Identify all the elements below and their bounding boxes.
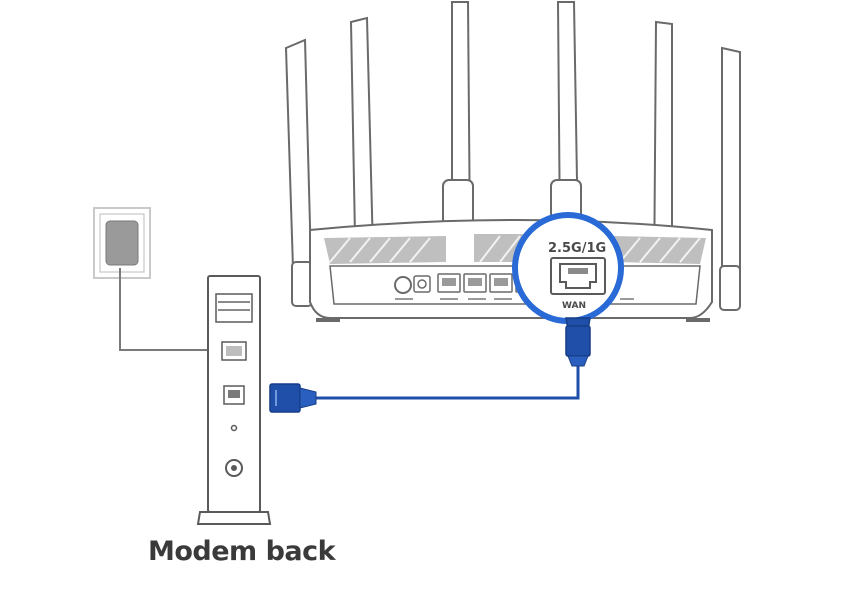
wan-port-callout: 2.5G/1G WAN xyxy=(512,212,624,331)
callout-port-speed-label: 2.5G/1G xyxy=(548,241,606,256)
cable-plug-modem xyxy=(269,383,301,413)
modem-back xyxy=(196,275,272,525)
ethernet-cable xyxy=(269,325,591,413)
modem-back-caption: Modem back xyxy=(148,536,336,567)
router-antennas xyxy=(284,0,741,303)
antenna-6 xyxy=(721,46,741,303)
cable-plug-router xyxy=(565,325,591,357)
power-cord xyxy=(119,268,222,351)
wall-outlet xyxy=(93,207,151,279)
power-adapter xyxy=(105,220,139,266)
router-body xyxy=(309,219,713,322)
callout-wan-label: WAN xyxy=(562,301,586,311)
